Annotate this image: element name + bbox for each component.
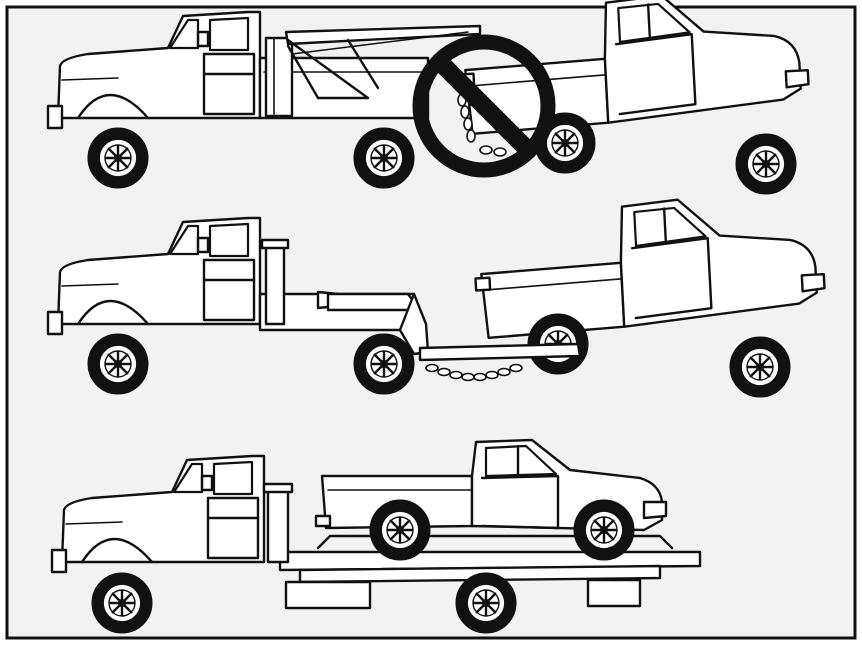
tow-truck-rear-wheel <box>354 128 414 188</box>
flatbed-rear-wheel <box>456 573 516 633</box>
pickup-front-wheel <box>574 500 634 560</box>
pickup-rear-wheel <box>370 500 430 560</box>
tow-truck-front-wheel <box>88 334 148 394</box>
tow-truck-rear-wheel <box>354 334 414 394</box>
flatbed-front-wheel <box>92 573 152 633</box>
pickup-front-wheel <box>730 337 790 397</box>
tow-truck-front-wheel <box>88 128 148 188</box>
pickup-front-wheel <box>736 134 796 194</box>
